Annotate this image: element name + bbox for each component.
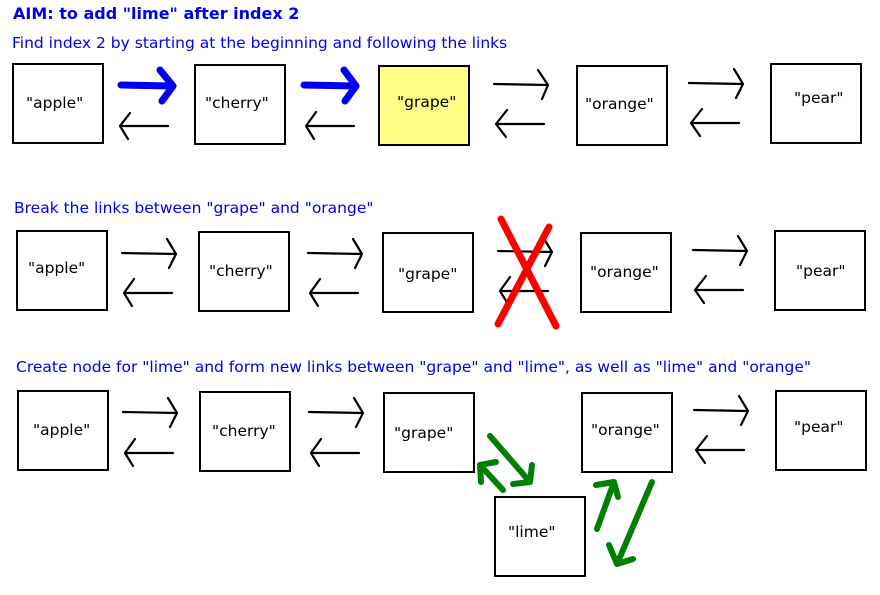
node-grape-row2: "grape" [382,232,474,313]
link-back-arrow [689,107,741,138]
link-back-arrow [494,108,546,139]
link-back-arrow [308,277,360,308]
node-label: "orange" [591,421,660,439]
node-grape-row3: "grape" [383,392,475,473]
aim-title: AIM: to add "lime" after index 2 [13,4,300,23]
node-label: "cherry" [209,262,273,280]
node-grape-highlighted: "grape" [378,65,470,146]
link-forward-arrow [306,237,364,270]
node-label: "orange" [590,263,659,281]
node-label: "pear" [796,262,846,280]
link-back-arrow [304,110,356,141]
break-mark-stroke [494,223,553,328]
node-orange-row2: "orange" [580,232,672,313]
node-label: "cherry" [205,94,269,112]
new-link-lime-to-grape [477,459,506,493]
link-forward-arrow [692,394,750,427]
new-link-orange-to-lime [606,479,655,567]
node-cherry-row1: "cherry" [194,64,286,145]
link-forward-arrow [691,234,749,267]
node-orange-row1: "orange" [576,65,668,146]
link-back-arrow [118,111,170,141]
traverse-arrow-apple-cherry [117,66,177,105]
node-cherry-row3: "cherry" [199,391,291,472]
node-label: "grape" [394,424,454,442]
link-forward-arrow [121,396,179,429]
node-label: "pear" [794,418,844,436]
link-back-arrow [123,437,175,468]
link-forward-arrow [120,237,178,270]
node-label: "cherry" [212,422,276,440]
new-link-lime-to-orange [593,479,621,532]
link-forward-arrow-broken [496,235,554,268]
node-lime: "lime" [494,496,586,577]
new-link-grape-to-lime [487,433,535,487]
link-forward-arrow [307,396,365,429]
node-pear-row1: "pear" [770,63,862,144]
node-apple-row2: "apple" [16,230,108,311]
node-pear-row3: "pear" [775,390,867,471]
node-label: "lime" [508,523,556,541]
node-apple-row3: "apple" [17,390,109,471]
node-label: "orange" [585,95,654,113]
step-2-text: Break the links between "grape" and "ora… [14,199,374,217]
traverse-arrow-cherry-grape [300,66,360,105]
node-label: "pear" [794,89,844,107]
step-1-text: Find index 2 by starting at the beginnin… [12,34,508,52]
link-back-arrow [309,437,361,468]
node-label: "apple" [26,94,84,112]
node-cherry-row2: "cherry" [198,231,290,312]
link-back-arrow [693,274,745,305]
link-forward-arrow [492,68,550,101]
link-forward-arrow [687,67,745,100]
step-3-text: Create node for "lime" and form new link… [16,358,812,376]
link-back-arrow [694,434,746,465]
node-label: "grape" [397,93,457,111]
node-orange-row3: "orange" [581,392,673,473]
link-back-arrow [122,277,174,308]
node-pear-row2: "pear" [774,230,866,311]
node-label: "apple" [28,259,86,277]
node-label: "apple" [33,421,91,439]
node-apple-row1: "apple" [12,63,104,144]
node-label: "grape" [398,265,458,283]
